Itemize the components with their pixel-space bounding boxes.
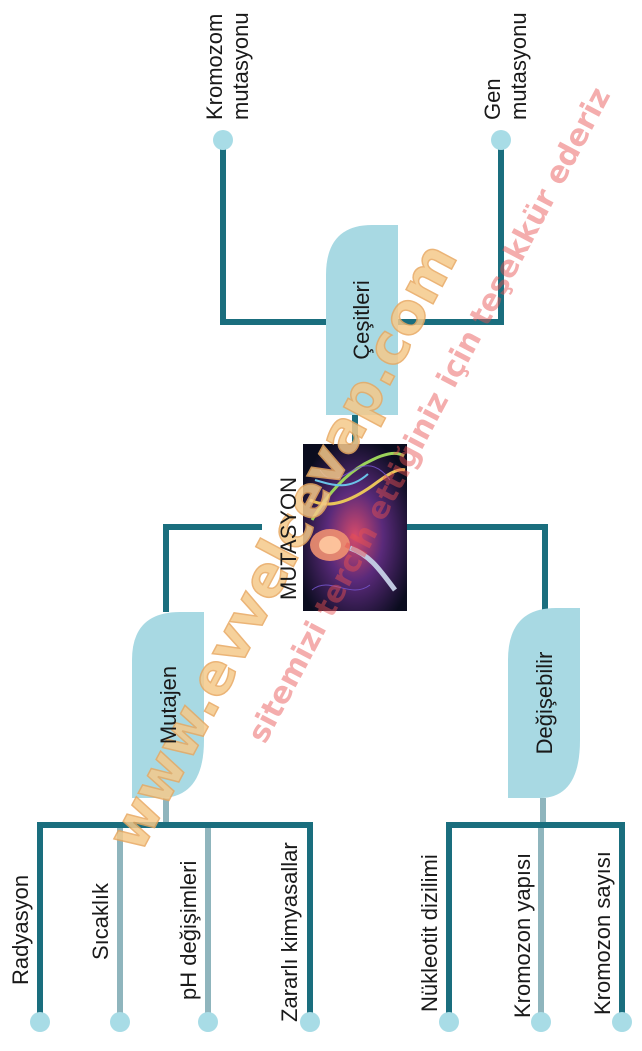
leaf-ph-degisimleri: pH değişimleri [176,861,201,1000]
leaf-kromozon-sayisi: Kromozon sayısı [590,851,615,1015]
dot-radyasyon [30,1012,50,1032]
dot-gen [491,130,511,150]
pill-degisebilir [508,608,580,798]
leaf-kromozom-line2: mutasyonu [228,12,253,120]
dna-strand-1 [310,451,405,521]
dot-kromozom [213,130,233,150]
chromosome-tail [349,545,398,592]
dna-strand-2 [309,468,406,506]
branch-label-mutajen: Mutajen [156,666,181,744]
leaf-kromozon-yapisi: Kromozon yapısı [510,853,535,1018]
leaf-zararli-kimyasallar: Zararlı kimyasallar [277,842,302,1022]
dot-kimyasal [300,1012,320,1032]
dot-nukleotit [439,1012,459,1032]
leaf-kromozom-line1: Kromozom [202,14,227,120]
dot-kromozom-yapisi [531,1012,551,1032]
dot-kromozom-sayisi [612,1012,632,1032]
leaf-sicaklik: Sıcaklık [88,882,113,960]
pill-mutajen [132,612,204,798]
leaf-gen-line2: mutasyonu [506,12,531,120]
pill-cesitleri [326,225,398,415]
connector-center-to-mutajen [163,524,262,612]
dot-ph [198,1012,218,1032]
connector-cesitleri-to-kromozom [220,140,330,325]
branch-label-cesitleri: Çeşitleri [349,280,374,359]
end-dots [30,130,632,1032]
dna-image [303,444,407,611]
branch-label-degisebilir: Değişebilir [532,652,557,755]
dot-sicaklik [110,1012,130,1032]
center-title: MUTASYON [276,477,301,600]
connector-cesitleri-to-gen [398,140,504,325]
connector-lines [37,140,625,1020]
leaf-radyasyon: Radyasyon [8,875,33,985]
leaf-nukleotit-dizilimi: Nükleotit dizilimi [417,854,442,1012]
leaf-gen-line1: Gen [480,78,505,120]
dna-strand-3 [314,473,369,487]
connector-center-to-degisebilir [406,524,548,612]
